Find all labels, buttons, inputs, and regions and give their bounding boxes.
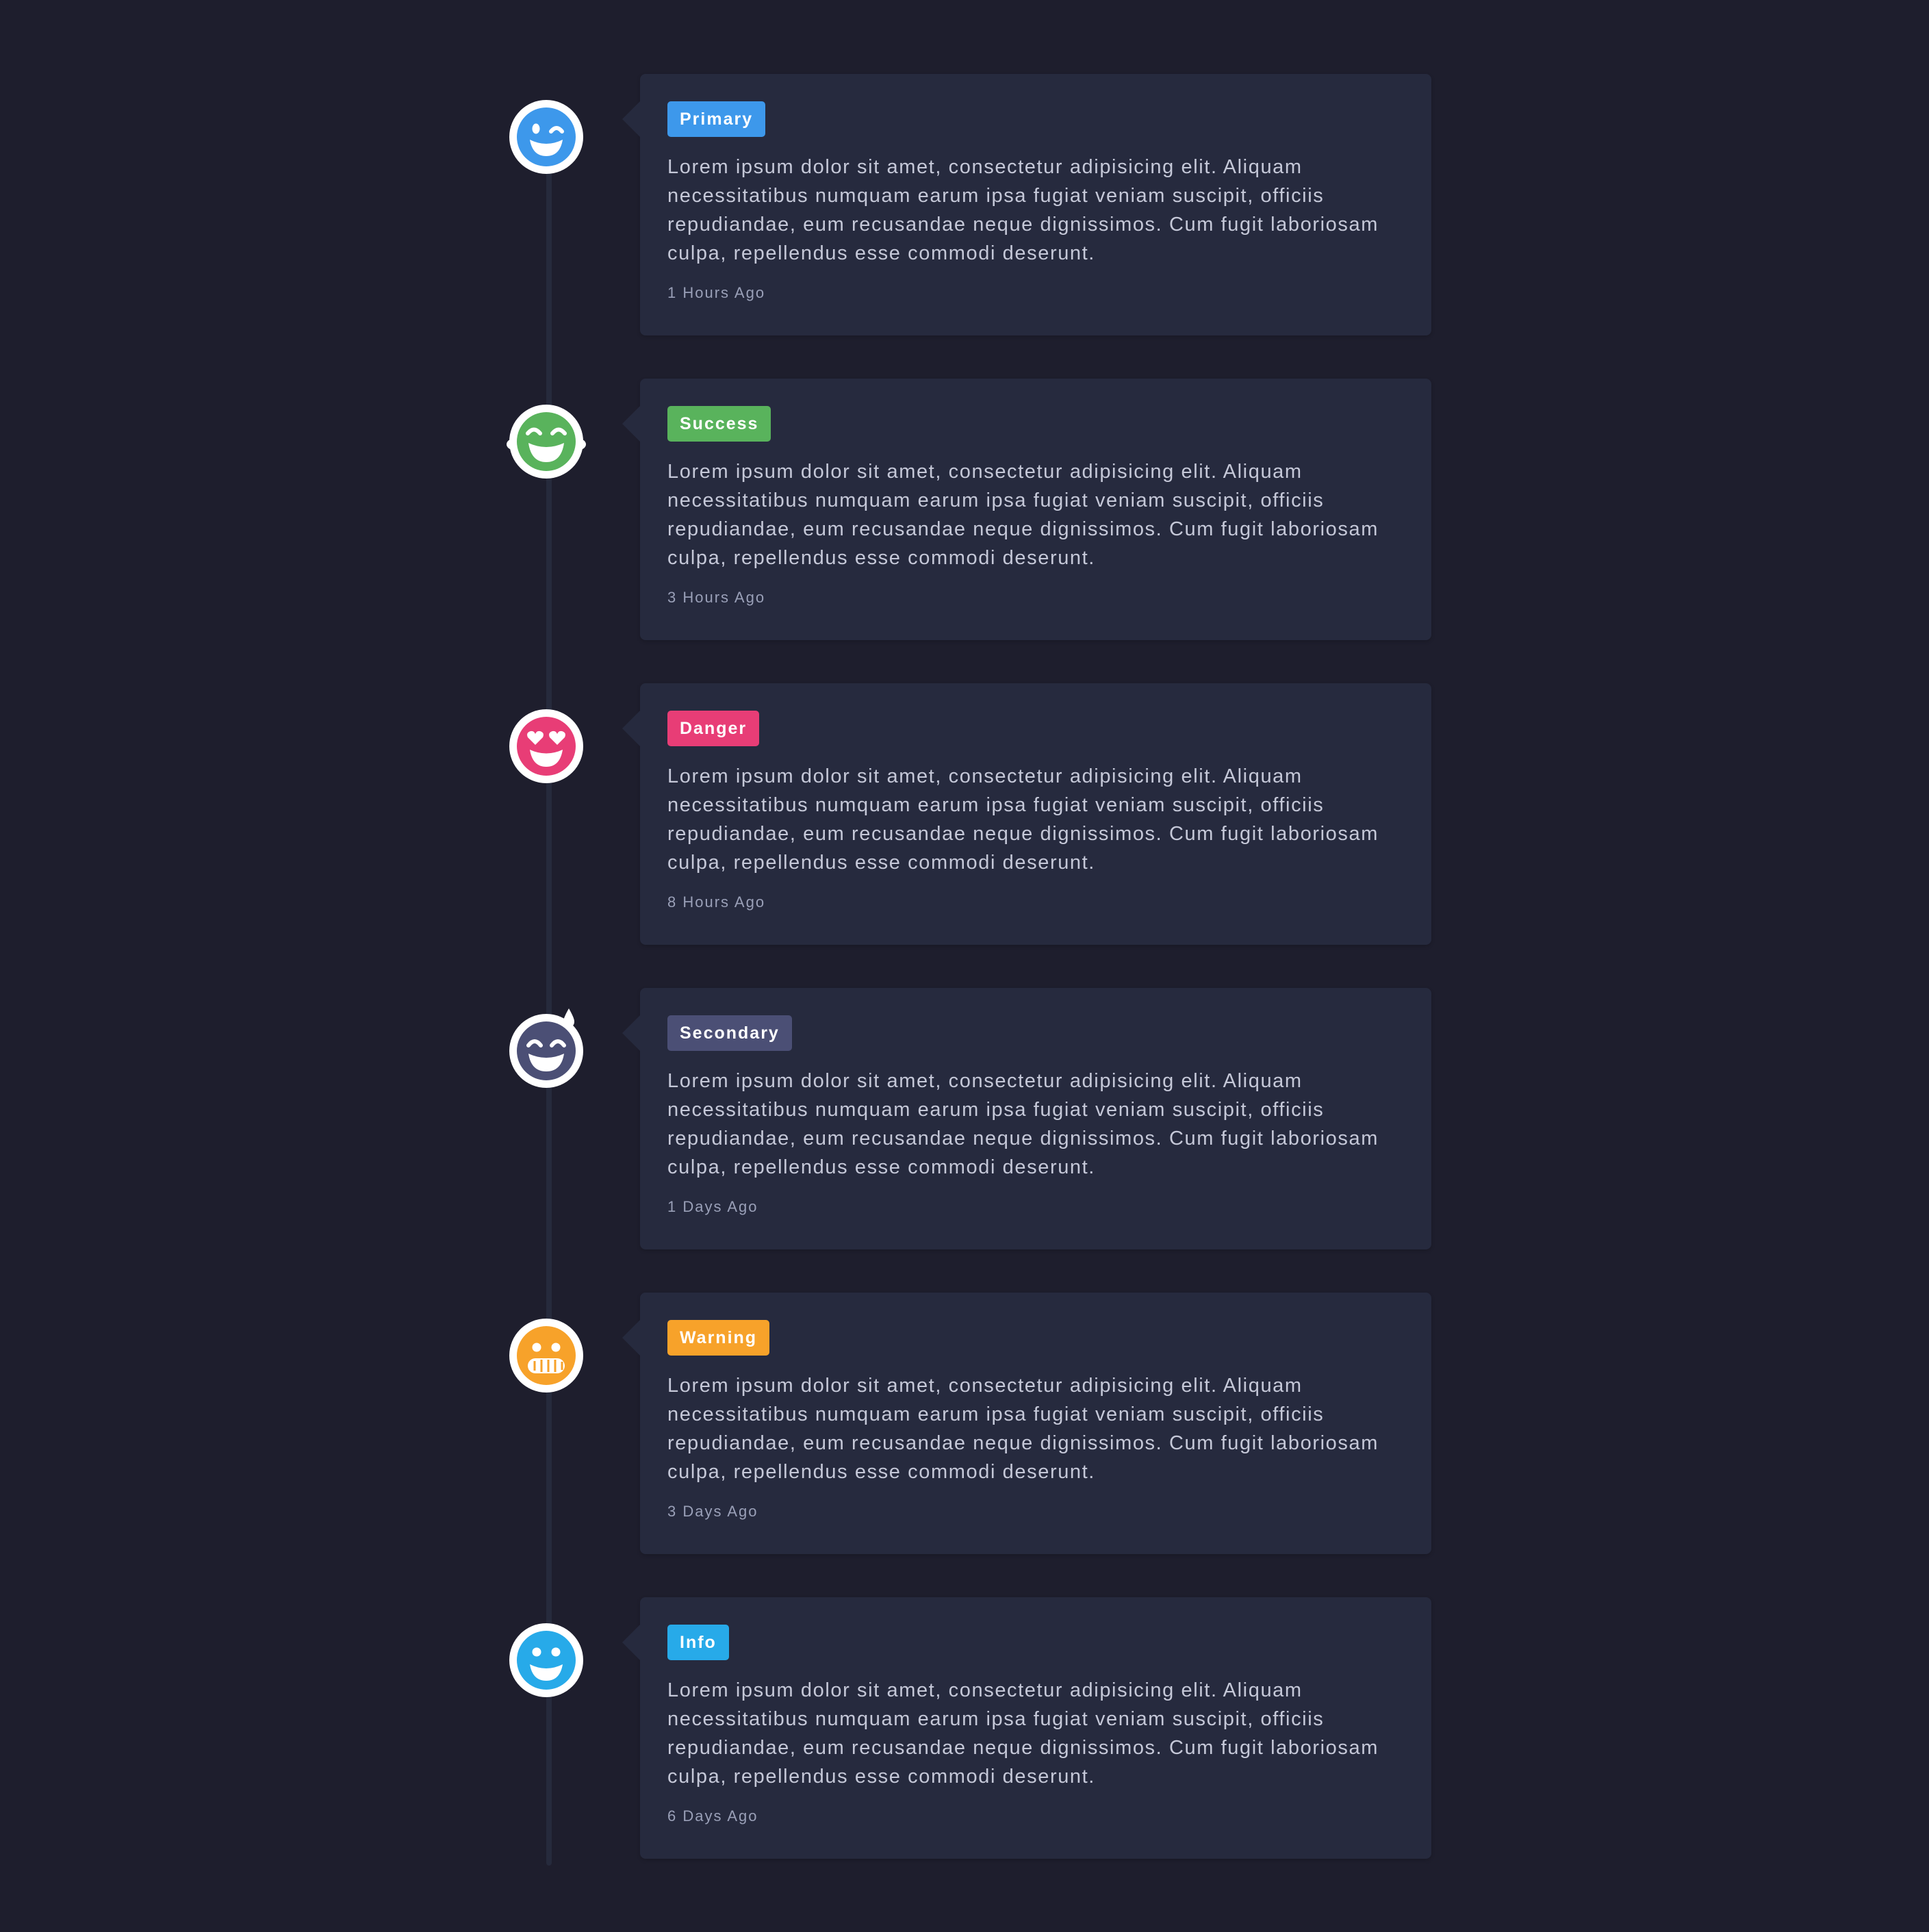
timeline-item: Danger Lorem ipsum dolor sit amet, conse… (0, 683, 1929, 945)
timestamp: 6 Days Ago (667, 1807, 758, 1825)
badge-warning: Warning (667, 1320, 770, 1356)
laugh-squint-icon (507, 405, 586, 479)
card-pointer (622, 406, 640, 442)
timeline-card: Secondary Lorem ipsum dolor sit amet, co… (622, 988, 1431, 1249)
badge-primary: Primary (667, 101, 766, 137)
badge-success: Success (667, 406, 771, 442)
timeline-card: Warning Lorem ipsum dolor sit amet, cons… (622, 1293, 1431, 1554)
card-text: Lorem ipsum dolor sit amet, consectetur … (667, 1375, 1379, 1483)
timeline-card: Primary Lorem ipsum dolor sit amet, cons… (622, 74, 1431, 335)
card-text: Lorem ipsum dolor sit amet, consectetur … (667, 765, 1379, 874)
timestamp: 1 Days Ago (667, 1198, 758, 1215)
timeline-line (546, 110, 552, 1866)
card-pointer (622, 1320, 640, 1356)
smile-icon (509, 1623, 583, 1697)
card-text: Lorem ipsum dolor sit amet, consectetur … (667, 1679, 1379, 1788)
timeline-item: Success Lorem ipsum dolor sit amet, cons… (0, 379, 1929, 640)
timeline-item: Info Lorem ipsum dolor sit amet, consect… (0, 1597, 1929, 1859)
timeline-card: Success Lorem ipsum dolor sit amet, cons… (622, 379, 1431, 640)
timestamp: 1 Hours Ago (667, 284, 766, 301)
timeline-item: Secondary Lorem ipsum dolor sit amet, co… (0, 988, 1929, 1249)
timeline-card: Danger Lorem ipsum dolor sit amet, conse… (622, 683, 1431, 945)
card-text: Lorem ipsum dolor sit amet, consectetur … (667, 461, 1379, 569)
card-pointer (622, 1625, 640, 1660)
grin-beam-sweat-icon (509, 1008, 583, 1088)
timestamp: 8 Hours Ago (667, 893, 766, 911)
timeline-card: Info Lorem ipsum dolor sit amet, consect… (622, 1597, 1431, 1859)
card-pointer (622, 711, 640, 746)
timeline-item: Warning Lorem ipsum dolor sit amet, cons… (0, 1293, 1929, 1554)
grin-hearts-icon (509, 709, 583, 783)
badge-info: Info (667, 1625, 729, 1660)
timeline-item: Primary Lorem ipsum dolor sit amet, cons… (0, 74, 1929, 335)
grin-wink-icon (509, 100, 583, 174)
grimace-icon (509, 1319, 583, 1393)
badge-danger: Danger (667, 711, 760, 746)
card-text: Lorem ipsum dolor sit amet, consectetur … (667, 156, 1379, 264)
badge-secondary: Secondary (667, 1015, 792, 1051)
card-text: Lorem ipsum dolor sit amet, consectetur … (667, 1070, 1379, 1178)
timestamp: 3 Hours Ago (667, 589, 766, 606)
card-pointer (622, 1015, 640, 1051)
timestamp: 3 Days Ago (667, 1503, 758, 1520)
card-pointer (622, 101, 640, 137)
